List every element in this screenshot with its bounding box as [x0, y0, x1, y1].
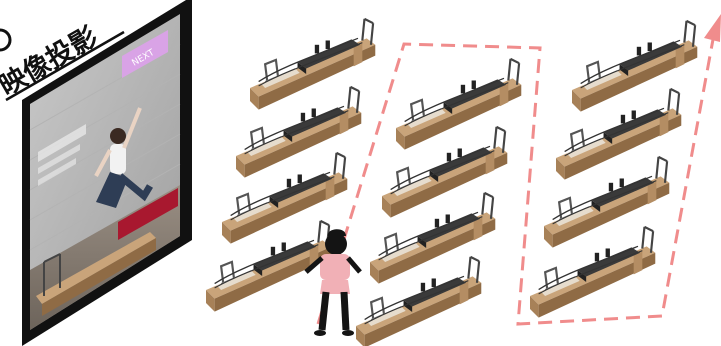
corner-arc	[0, 30, 10, 50]
reformer-middle-1	[396, 59, 521, 150]
projection-panel: NEXT	[0, 0, 192, 346]
route-arrow-icon	[704, 14, 721, 42]
reformer-left-1	[250, 19, 375, 110]
reformer-grid	[206, 19, 697, 346]
